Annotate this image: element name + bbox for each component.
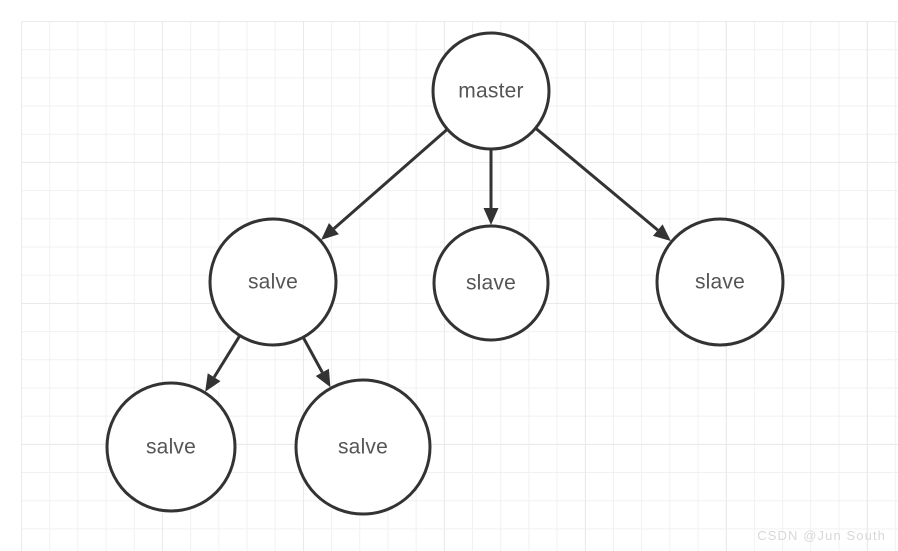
node-salve-bl[interactable]: salve [105, 381, 237, 513]
node-circle[interactable] [208, 217, 338, 347]
node-slave-m[interactable]: slave [432, 224, 550, 342]
node-master[interactable]: master [431, 31, 551, 151]
node-circle[interactable] [294, 378, 432, 516]
node-label: salve [146, 436, 196, 459]
node-label: master [458, 80, 523, 103]
arrow-head-icon [205, 373, 221, 392]
node-salve-br[interactable]: salve [294, 378, 432, 516]
watermark-text: CSDN @Jun South [757, 528, 886, 543]
node-circle[interactable] [431, 31, 551, 151]
arrow-head-icon [321, 222, 339, 240]
node-circle[interactable] [432, 224, 550, 342]
edge-master-to-salve-l [321, 128, 448, 240]
node-slave-r[interactable]: slave [655, 217, 785, 347]
node-circle[interactable] [655, 217, 785, 347]
arrow-head-icon [483, 208, 499, 225]
arrow-head-icon [315, 368, 331, 388]
arrow-head-icon [652, 224, 671, 242]
edge-salve-l-to-salve-bl [205, 335, 241, 392]
nodes-layer: master salve slave slave salve salve [105, 31, 785, 516]
edges-layer [205, 127, 671, 392]
node-circle[interactable] [105, 381, 237, 513]
node-label: slave [695, 271, 745, 294]
node-label: slave [466, 272, 516, 295]
edge-master-to-slave-r [535, 127, 671, 242]
node-label: salve [338, 436, 388, 459]
edge-salve-l-to-salve-br [302, 337, 331, 388]
node-salve-l[interactable]: salve [208, 217, 338, 347]
node-label: salve [248, 271, 298, 294]
edge-master-to-slave-m [483, 150, 499, 225]
